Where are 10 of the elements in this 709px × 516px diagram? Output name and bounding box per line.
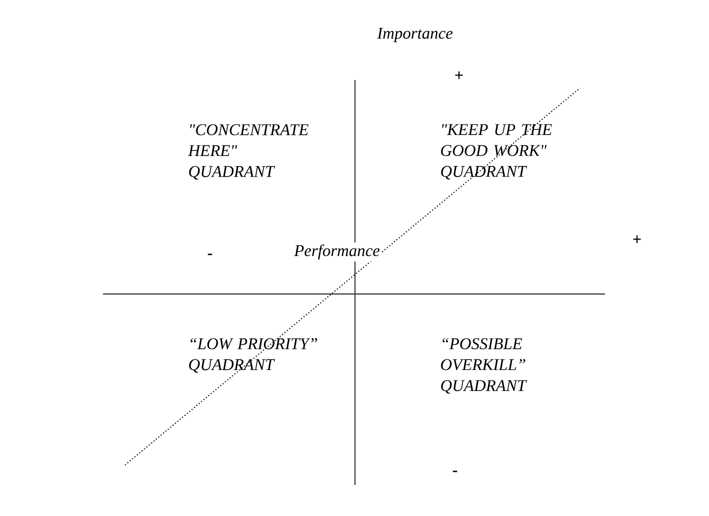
minus-sign: - <box>452 470 458 472</box>
quadrant-label: "CONCENTRATE HERE" QUADRANT <box>188 124 308 180</box>
axis-title: Importance <box>377 28 453 42</box>
quadrant-label: "KEEP UP THE GOOD WORK" QUADRANT <box>441 124 552 180</box>
axis-title: Performance <box>292 242 382 262</box>
minus-sign: - <box>208 254 212 256</box>
plus-sign: + <box>455 71 463 80</box>
plus-sign: + <box>633 235 641 243</box>
quadrant-label: “POSSIBLE OVERKILL” QUADRANT <box>441 338 528 394</box>
quadrant-label: “LOW PRIORITY” QUADRANT <box>189 338 318 373</box>
